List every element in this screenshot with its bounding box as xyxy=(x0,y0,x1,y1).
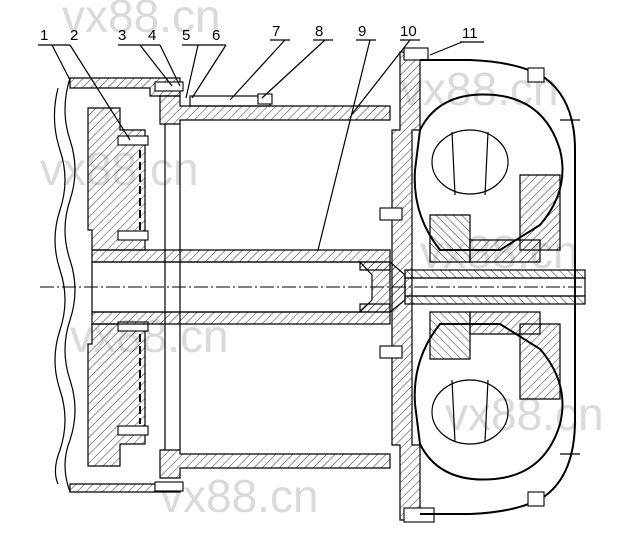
converter-cover xyxy=(379,47,435,523)
callout-1: 1 xyxy=(40,27,48,44)
callout-3: 3 xyxy=(118,27,126,44)
callout-labels: 1 2 3 4 5 6 7 8 9 10 11 xyxy=(40,23,478,44)
callout-8: 8 xyxy=(315,23,323,40)
callout-6: 6 xyxy=(212,27,220,44)
watermark: vx88.cn xyxy=(160,470,319,522)
callout-10: 10 xyxy=(400,23,417,40)
callout-7: 7 xyxy=(272,23,280,40)
outer-shell xyxy=(420,59,580,515)
callout-9: 9 xyxy=(358,23,366,40)
callout-5: 5 xyxy=(182,27,190,44)
callout-2: 2 xyxy=(70,27,78,44)
callout-11: 11 xyxy=(462,25,478,42)
callout-4: 4 xyxy=(148,27,156,44)
watermark: vx88.cn xyxy=(62,0,221,42)
output-shaft xyxy=(404,269,586,305)
adapter-housing xyxy=(154,81,391,492)
engine-housing xyxy=(53,77,181,493)
leader-lines xyxy=(38,39,484,251)
flywheel xyxy=(87,107,149,467)
